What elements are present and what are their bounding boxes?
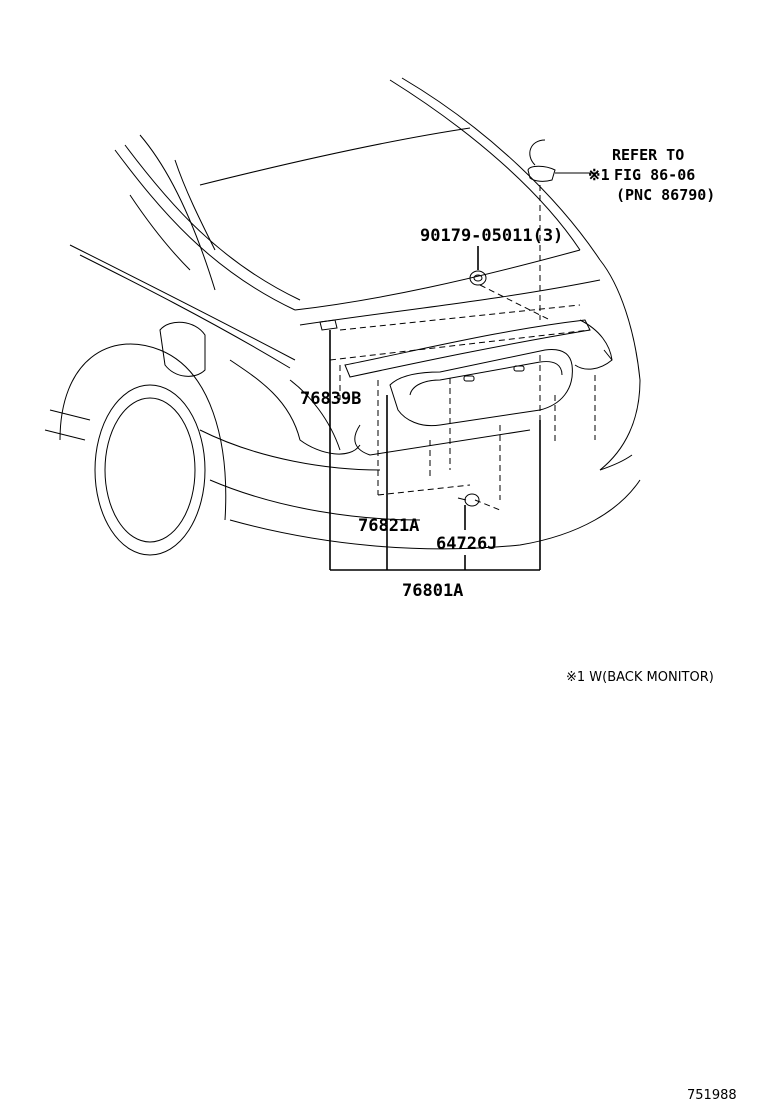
illustration-id: 751988 (687, 1088, 737, 1103)
bracket-part-number: 76839B (300, 389, 361, 409)
refer-mark-label: ※1 (588, 166, 610, 184)
refer-to-label: REFER TO (612, 146, 684, 164)
footnote: ※1 W(BACK MONITOR) (566, 670, 714, 685)
garnish-part-number: 76821A (358, 516, 419, 536)
trunk-garnish-illustration (344, 319, 591, 456)
assembly-part-number: 76801A (402, 581, 463, 601)
switch-part-number: 64726J (436, 534, 497, 554)
exploded-view-lines (329, 185, 596, 511)
bracket-part (319, 319, 338, 331)
callout-leader-lines (329, 246, 541, 571)
bolt-part (469, 270, 487, 286)
bolt-part-number: 90179-05011(3) (420, 226, 563, 246)
refer-pnc-label: (PNC 86790) (616, 186, 715, 204)
car-body-illustration (44, 77, 641, 556)
back-camera-part (527, 139, 598, 182)
switch-part (457, 493, 480, 507)
refer-fig-label: FIG 86-06 (614, 166, 695, 184)
